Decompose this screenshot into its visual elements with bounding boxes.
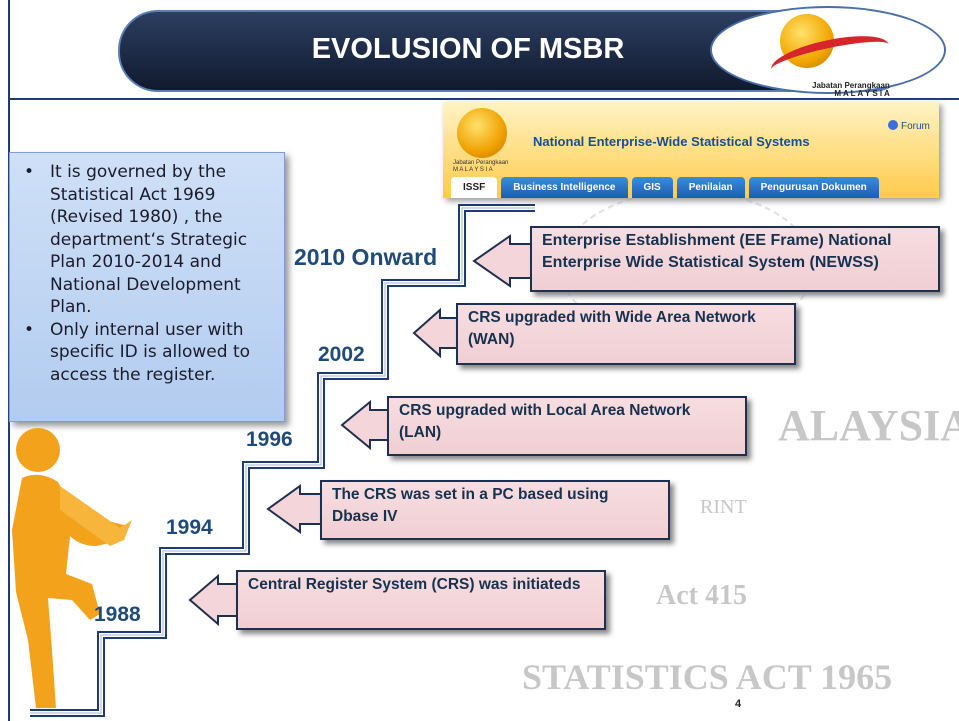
web-screenshot: Jabatan Perangkaan M A L A Y S I A Natio… xyxy=(443,102,939,198)
web-logo-text: Jabatan Perangkaan M A L A Y S I A xyxy=(453,160,508,174)
watermark-malaysia: ALAYSIA xyxy=(778,401,959,450)
watermark-act: Act 415 xyxy=(656,580,747,611)
info-bullet-1: It is governed by the Statistical Act 19… xyxy=(24,161,284,319)
arrow-pointer-2010 xyxy=(472,234,537,288)
tab-business-intelligence[interactable]: Business Intelligence xyxy=(501,177,628,198)
logo-caption-line2: M A L A Y S I A xyxy=(834,89,890,98)
page-number: 4 xyxy=(735,698,742,710)
web-title: National Enterprise-Wide Statistical Sys… xyxy=(533,134,810,149)
staircase-line xyxy=(30,204,535,717)
year-label-2010: 2010 Onward xyxy=(294,244,438,270)
year-label-1988: 1988 xyxy=(94,603,141,626)
logo-caption-line1: Jabatan Perangkaan xyxy=(812,81,890,90)
globe-logo-icon xyxy=(780,14,834,68)
callout-1996-lan: CRS upgraded with Local Area Network (LA… xyxy=(387,396,747,456)
forum-label: Forum xyxy=(901,121,930,132)
logo-caption: Jabatan Perangkaan M A L A Y S I A xyxy=(812,82,890,98)
info-bullet-2: Only internal user with specific ID is a… xyxy=(24,319,284,387)
callout-1988-crs: Central Register System (CRS) was initia… xyxy=(236,570,606,630)
slide-frame-top xyxy=(8,98,959,100)
callout-1994-dbase: The CRS was set in a PC based using Dbas… xyxy=(320,480,670,540)
year-label-1996: 1996 xyxy=(246,428,293,451)
slide-title: EVOLUSION OF MSBR xyxy=(311,33,625,65)
year-label-2002: 2002 xyxy=(318,343,365,366)
forum-icon xyxy=(888,120,898,130)
arrow-pointer-1994 xyxy=(266,484,325,534)
climbing-figure xyxy=(12,428,132,708)
callout-arrows xyxy=(188,234,537,627)
forum-link[interactable]: Forum xyxy=(888,120,930,132)
callout-2002-wan: CRS upgraded with Wide Area Network (WAN… xyxy=(456,303,796,365)
web-tab-bar: ISSF Business Intelligence GIS Penilaian… xyxy=(451,177,879,198)
info-bullet-list: It is governed by the Statistical Act 19… xyxy=(10,161,284,386)
tab-penilaian[interactable]: Penilaian xyxy=(676,177,745,198)
tab-issf[interactable]: ISSF xyxy=(451,177,498,198)
web-logo-text-line1: Jabatan Perangkaan xyxy=(453,160,509,166)
arrow-pointer-2002 xyxy=(412,307,461,359)
info-box: It is governed by the Statistical Act 19… xyxy=(9,152,285,422)
arrow-pointer-1996 xyxy=(340,399,392,451)
web-logo-text-line2: M A L A Y S I A xyxy=(453,167,493,173)
figure-arm xyxy=(60,486,132,546)
watermark-print: RINT xyxy=(700,496,747,518)
watermark-statistics-act: STATISTICS ACT 1965 xyxy=(522,657,893,697)
figure-head xyxy=(16,428,60,472)
callout-2010-newss: Enterprise Establishment (EE Frame) Nati… xyxy=(530,226,940,292)
globe-logo-icon xyxy=(457,108,507,158)
year-label-1994: 1994 xyxy=(166,516,213,539)
tab-pengurusan-dokumen[interactable]: Pengurusan Dokumen xyxy=(748,177,879,198)
tab-gis[interactable]: GIS xyxy=(631,177,673,198)
arrow-pointer-1988 xyxy=(188,573,241,627)
